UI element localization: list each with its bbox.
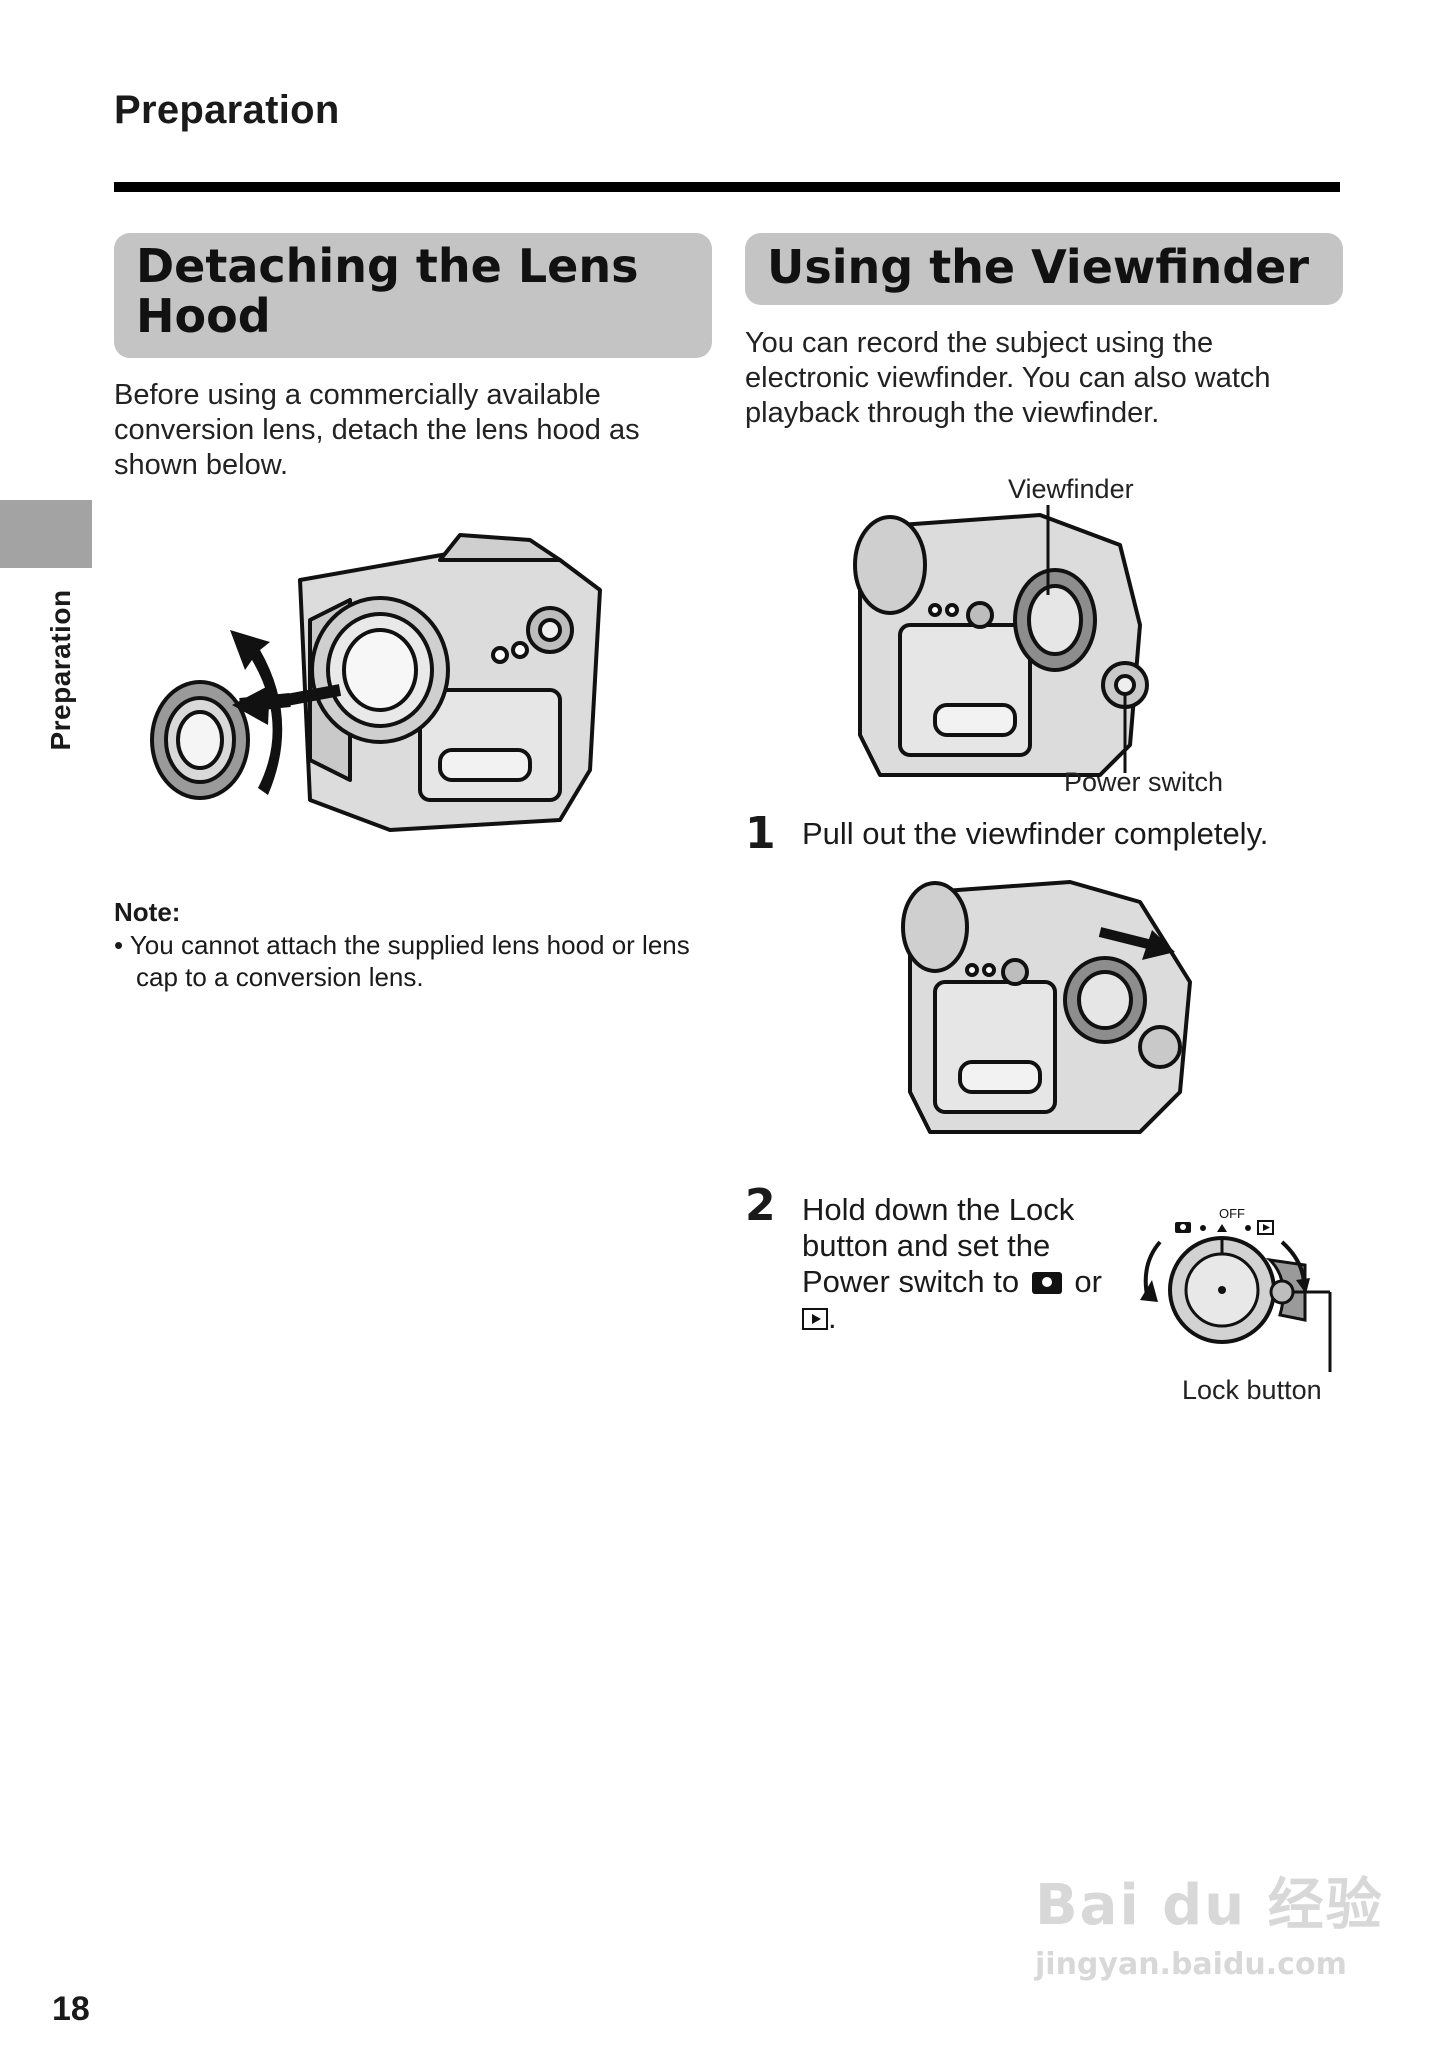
- power-switch-dial-illustration: OFF: [1140, 1206, 1332, 1372]
- callout-power-switch: Power switch: [1064, 767, 1224, 797]
- step-2-text-or: or: [1074, 1264, 1102, 1299]
- heading-using-viewfinder: Using the Viewfinder: [745, 233, 1343, 305]
- callout-viewfinder: Viewfinder: [1008, 474, 1134, 504]
- lens-hood-detach-illustration: [150, 533, 602, 832]
- pull-out-viewfinder-illustration: [901, 880, 1192, 1134]
- note-title: Note:: [114, 897, 181, 927]
- lens-hood-intro: Before using a commercially available co…: [114, 379, 640, 481]
- callout-lock-button: Lock button: [1182, 1375, 1322, 1405]
- step-2-text-main: Hold down the Lock button and set the Po…: [802, 1192, 1075, 1299]
- dial-off-label: OFF: [1219, 1206, 1245, 1221]
- heading-detaching-lens-hood: Detaching the Lens Hood: [114, 233, 712, 358]
- side-tab-marker: [0, 500, 92, 568]
- viewfinder-illustration: [853, 505, 1149, 777]
- baidu-watermark: Bai du 经验 jingyan.baidu.com: [1035, 1860, 1384, 1982]
- step-2-number: 2: [745, 1180, 776, 1231]
- viewfinder-intro: You can record the subject using the ele…: [745, 327, 1271, 429]
- step-2-text-end: .: [828, 1300, 837, 1335]
- note-item: • You cannot attach the supplied lens ho…: [114, 930, 690, 992]
- watermark-line-2: jingyan.baidu.com: [1035, 1947, 1347, 1982]
- camera-mode-icon: [1031, 1272, 1062, 1294]
- header-rule: [114, 182, 1340, 192]
- step-1-number: 1: [745, 808, 776, 859]
- section-title: Preparation: [114, 88, 340, 132]
- side-tab-label: Preparation: [45, 589, 76, 751]
- step-2-text: Hold down the Lock button and set the Po…: [802, 1192, 1132, 1336]
- watermark-line-1: Bai du 经验: [1035, 1873, 1384, 1938]
- page-number: 18: [52, 1990, 90, 2028]
- step-1-text: Pull out the viewfinder completely.: [802, 816, 1269, 851]
- playback-mode-icon: [802, 1308, 828, 1330]
